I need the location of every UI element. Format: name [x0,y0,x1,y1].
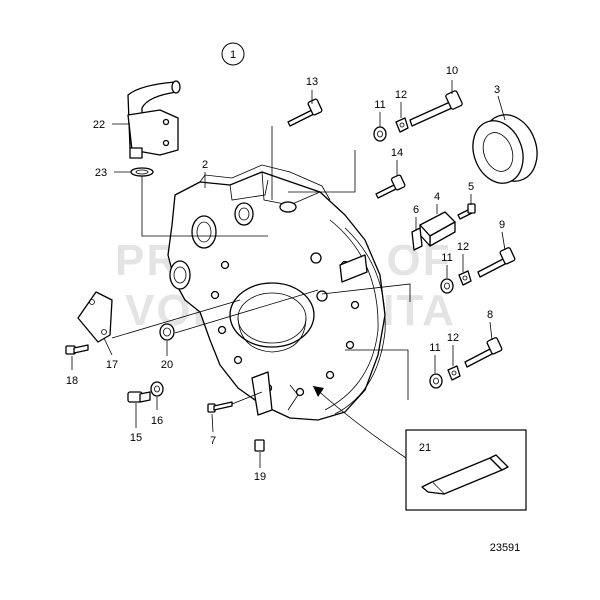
washer-part-16 [150,381,164,397]
bolt-part-13 [287,98,323,127]
leader-lines [71,80,506,468]
callout-11-low: 11 [429,342,440,354]
callout-23: 23 [95,167,107,179]
lock-washer-part-12-mid [458,270,472,286]
callout-22: 22 [93,119,105,131]
callout-12-low: 12 [447,332,459,344]
cover-plate-part-17 [77,291,113,343]
callout-16: 16 [151,415,163,427]
drain-plug-part-15 [127,391,151,403]
callout-11-mid: 11 [441,252,452,264]
lock-washer-part-12-low [447,365,461,381]
callout-17: 17 [106,359,118,371]
washer-part-11-top [373,126,387,142]
callout-2: 2 [202,159,208,171]
callout-19: 19 [254,471,266,483]
bolt-part-10 [409,90,463,127]
inset-arrow-head [313,386,324,397]
callout-10: 10 [446,65,458,77]
plug-part-20 [159,323,175,341]
sealant-inset-part-21 [405,429,527,511]
screw-part-5 [457,203,476,220]
screw-part-18 [65,344,89,355]
callout-7: 7 [210,435,216,447]
callout-14: 14 [391,147,403,159]
callout-12-top: 12 [395,89,407,101]
callout-13: 13 [306,76,318,88]
callout-12-mid: 12 [457,241,469,253]
bolt-part-8 [464,337,503,368]
callout-21: 21 [419,442,431,454]
callout-9: 9 [499,219,505,231]
callout-11-top: 11 [374,99,385,111]
figure-number: 1 [230,49,236,61]
washer-part-11-mid [440,278,454,294]
callout-3: 3 [494,84,500,96]
flywheel-housing [167,164,386,421]
callout-5: 5 [468,181,474,193]
stud-part-19 [254,439,265,452]
bracket-part-6 [411,227,423,251]
inset-arrow-leader [312,385,407,459]
callout-4: 4 [434,191,440,203]
washer-part-11-low [429,373,443,389]
seal-ring-part-3 [472,114,538,184]
figure-number-badge: 1 [221,42,245,66]
drawing-number: 23591 [490,542,521,554]
pipe-bend-part-22 [127,80,181,159]
lock-washer-part-12-top [395,117,409,133]
bolt-part-14 [375,174,406,199]
o-ring-part-23 [130,167,154,177]
callout-18: 18 [66,375,78,387]
callout-8: 8 [487,309,493,321]
bolt-part-9 [477,247,516,278]
callout-15: 15 [130,432,142,444]
callout-6: 6 [413,204,419,216]
sensor-part-4 [419,211,456,247]
callout-labels: 13 10 3 11 12 22 2 14 4 5 6 9 23 11 12 8… [66,65,505,483]
screw-part-7 [207,401,233,413]
callout-20: 20 [161,359,173,371]
